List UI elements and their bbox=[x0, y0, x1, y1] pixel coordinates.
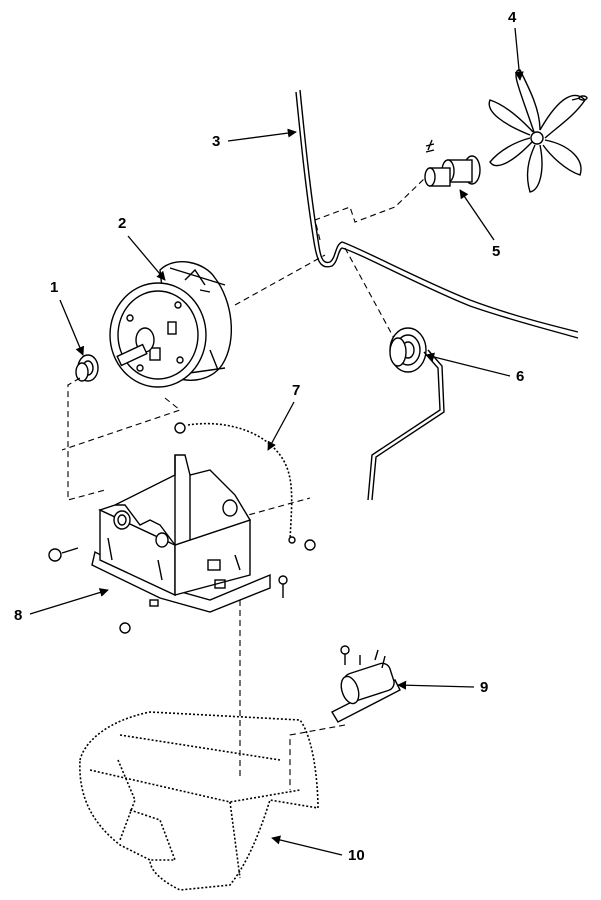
callout-7: 7 bbox=[267, 382, 300, 451]
idler-pulley-part bbox=[367, 327, 445, 501]
motor-mount-part bbox=[48, 454, 288, 634]
callout-label-2: 2 bbox=[118, 215, 126, 232]
callout-3: 3 bbox=[212, 128, 297, 150]
ground-wire-part bbox=[174, 422, 316, 551]
alignment-line-pulley bbox=[67, 377, 106, 501]
callout-label-9: 9 bbox=[480, 679, 488, 696]
base-pan-part bbox=[79, 711, 319, 891]
callout-5: 5 bbox=[459, 189, 500, 260]
callout-10: 10 bbox=[271, 835, 365, 864]
callout-4: 4 bbox=[508, 9, 524, 81]
callout-label-8: 8 bbox=[14, 607, 22, 624]
callout-label-1: 1 bbox=[50, 279, 58, 296]
alignment-line-idler bbox=[344, 247, 396, 341]
capacitor-part bbox=[331, 645, 401, 723]
callout-label-5: 5 bbox=[492, 243, 500, 260]
alignment-line-belt bbox=[314, 177, 426, 241]
motor-pulley-part bbox=[75, 354, 99, 382]
fan-blade-part bbox=[488, 69, 588, 193]
callout-label-10: 10 bbox=[348, 847, 365, 864]
callout-9: 9 bbox=[397, 679, 488, 696]
motor-part bbox=[109, 254, 326, 388]
blower-shaft-part bbox=[424, 139, 481, 187]
callout-2: 2 bbox=[118, 215, 166, 281]
alignment-line-motor-mount bbox=[61, 397, 182, 451]
belt-part bbox=[295, 89, 579, 339]
callout-1: 1 bbox=[50, 279, 85, 356]
alignment-line-capacitor bbox=[289, 724, 346, 790]
callout-label-3: 3 bbox=[212, 133, 220, 150]
callout-label-6: 6 bbox=[516, 368, 524, 385]
callout-label-7: 7 bbox=[292, 382, 300, 399]
callout-label-4: 4 bbox=[508, 9, 517, 26]
callout-8: 8 bbox=[14, 588, 109, 624]
callout-6: 6 bbox=[425, 352, 524, 385]
